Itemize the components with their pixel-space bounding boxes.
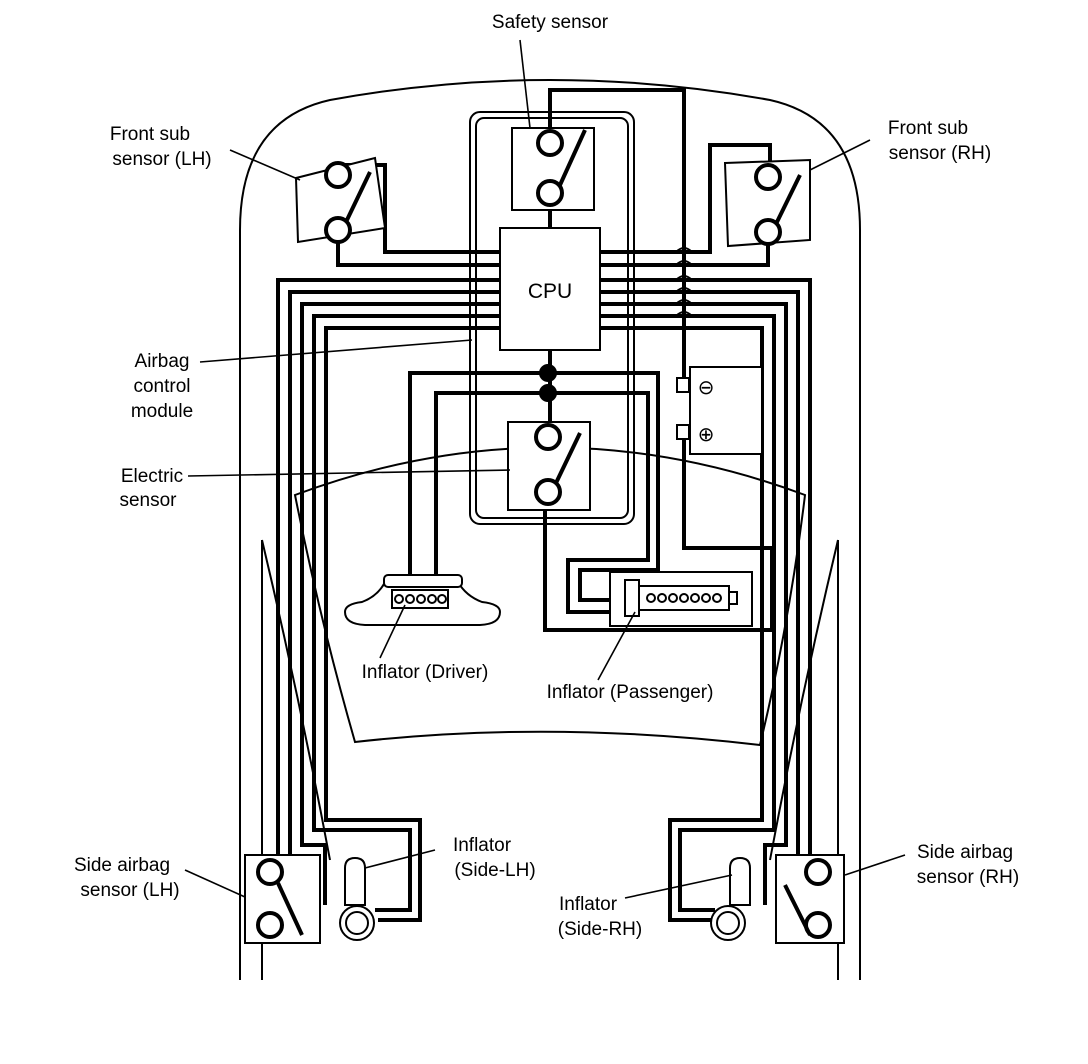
battery-positive-icon: ⊕ (698, 422, 715, 446)
right-wiring-harness (600, 143, 845, 922)
label-inflator-side-lh-line2: (Side-LH) (454, 860, 535, 881)
switch-contact-icon (536, 129, 564, 157)
side-airbag-sensor-rh (775, 854, 845, 944)
label-front-sub-rh-line1: Front sub (888, 118, 968, 139)
label-inflator-passenger: Inflator (Passenger) (547, 682, 714, 703)
switch-contact-icon (536, 179, 564, 207)
steering-wheel-icon (343, 574, 502, 626)
front-sub-sensor-lh (294, 156, 387, 244)
switch-contact-icon (754, 218, 782, 246)
switch-contact-icon (324, 161, 352, 189)
label-side-sensor-lh-line2: sensor (LH) (80, 880, 179, 901)
electric-sensor-switch (507, 421, 591, 511)
cpu-block: CPU (499, 227, 601, 402)
switch-contact-icon (534, 478, 562, 506)
switch-contact-icon (534, 423, 562, 451)
label-electric-line2: sensor (119, 490, 177, 511)
label-front-sub-lh-line1: Front sub (110, 124, 190, 145)
safety-sensor-switch (511, 127, 595, 211)
side-airbag-sensor-lh (244, 854, 321, 944)
label-front-sub-rh-line2: sensor (RH) (889, 143, 991, 164)
switch-contact-icon (804, 858, 832, 886)
junction-dot (539, 384, 557, 402)
switch-contact-icon (256, 858, 284, 886)
label-side-sensor-rh-line1: Side airbag (917, 842, 1013, 863)
label-inflator-driver: Inflator (Driver) (362, 662, 489, 683)
label-front-sub-lh-line2: sensor (LH) (112, 149, 211, 170)
cpu-label: CPU (528, 280, 572, 303)
left-wiring-harness (245, 163, 500, 922)
label-airbag-line2: control (133, 376, 190, 397)
switch-contact-icon (256, 911, 284, 939)
label-inflator-side-lh-line1: Inflator (453, 835, 512, 856)
switch-contact-icon (324, 216, 352, 244)
battery-icon: ⊖ ⊕ (676, 366, 763, 455)
labels: Safety sensor Front sub sensor (LH) Fron… (74, 12, 1019, 940)
label-airbag-line1: Airbag (135, 351, 190, 372)
side-inflator-lh-icon (339, 856, 375, 941)
label-inflator-side-rh-line2: (Side-RH) (558, 919, 642, 940)
label-safety-sensor: Safety sensor (492, 12, 609, 33)
label-side-sensor-rh-line2: sensor (RH) (917, 867, 1019, 888)
label-electric-line1: Electric (121, 466, 183, 487)
battery-negative-icon: ⊖ (698, 375, 715, 399)
leader-lines (184, 39, 906, 899)
junction-dot (539, 364, 557, 382)
label-side-sensor-lh-line1: Side airbag (74, 855, 170, 876)
label-airbag-line3: module (131, 401, 193, 422)
switch-contact-icon (754, 163, 782, 191)
passenger-inflator-icon (609, 571, 753, 627)
front-sub-sensor-rh (723, 158, 811, 248)
side-inflator-rh-icon (710, 856, 751, 941)
label-inflator-side-rh-line1: Inflator (559, 894, 618, 915)
front-inflator-wires (408, 371, 660, 614)
